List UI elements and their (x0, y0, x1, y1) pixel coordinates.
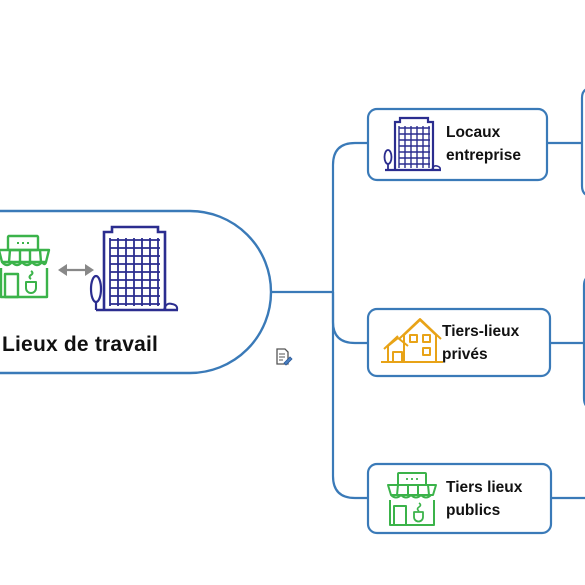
branch-label-line2: privés (442, 346, 488, 363)
storefront-icon (0, 234, 51, 299)
double-arrow-icon (58, 264, 94, 276)
branch-label-line1: Tiers lieux (446, 479, 523, 496)
branch-label-tiers-prives: Tiers-lieux privés (442, 320, 519, 366)
branch-connector-tiers-publics (331, 292, 368, 500)
branch-label-line2: entreprise (446, 147, 521, 164)
houses-icon (381, 318, 443, 363)
branch-label-locaux: Locaux entreprise (446, 121, 521, 167)
office-building-icon (89, 225, 179, 312)
branch-connector-tiers-prives (331, 292, 368, 345)
root-label: Lieux de travail (2, 333, 159, 356)
offscreen-node-1[interactable] (580, 88, 585, 196)
branch-label-line2: publics (446, 502, 501, 519)
connectors (268, 141, 585, 500)
branch-node-locaux[interactable] (366, 107, 549, 182)
branch-label-line1: Locaux (446, 124, 501, 141)
root-node[interactable] (0, 209, 273, 375)
branch-connector-locaux (331, 141, 368, 292)
branch-label-tiers-publics: Tiers lieux publics (446, 476, 522, 522)
note-icon[interactable] (276, 348, 293, 366)
office-building-icon (383, 116, 441, 172)
branch-label-line1: Tiers-lieux (442, 323, 520, 340)
storefront-icon (387, 472, 437, 526)
